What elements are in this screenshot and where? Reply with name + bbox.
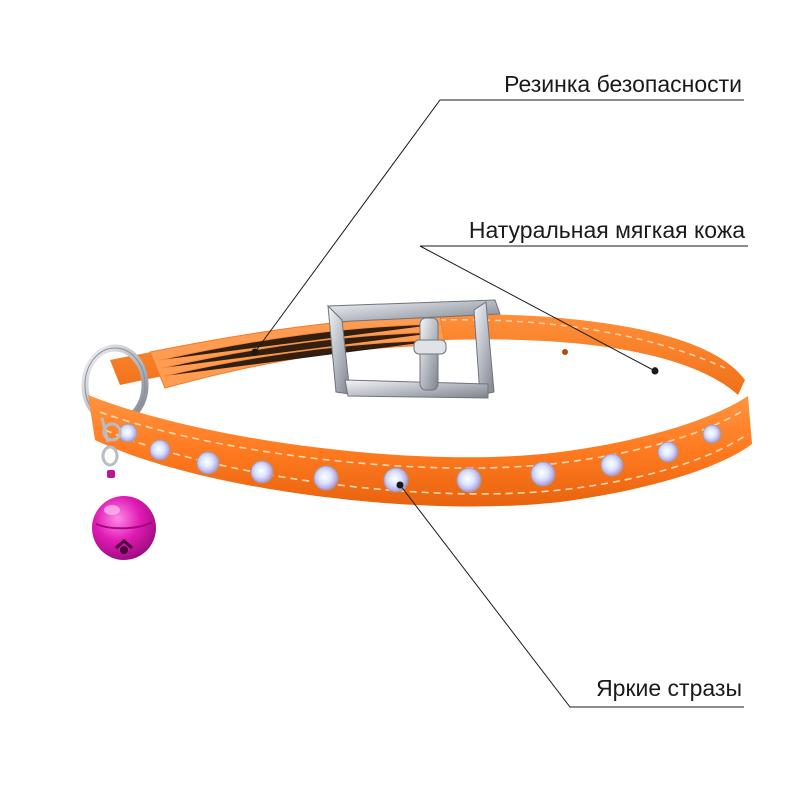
rhinestone — [456, 467, 482, 493]
rhinestone — [313, 465, 339, 491]
callout-line-leather — [419, 245, 748, 372]
callout-label-rhinestones: Яркие стразы — [596, 675, 742, 701]
callout-label-leather: Натуральная мягкая кожа — [468, 217, 745, 243]
rhinestone — [149, 439, 171, 461]
buckle — [327, 299, 501, 399]
bell-ring — [101, 445, 119, 467]
rhinestone — [702, 424, 722, 444]
rhinestone — [600, 453, 624, 477]
callout-dots — [251, 348, 659, 489]
strap-hole — [562, 349, 568, 355]
front-stitching-bottom — [104, 429, 749, 495]
rhinestone — [530, 461, 556, 487]
elastic-texture — [159, 323, 444, 377]
rhinestone — [250, 460, 274, 484]
rhinestone — [657, 441, 679, 463]
rhinestone — [196, 451, 220, 475]
rhinestone — [118, 423, 138, 443]
callout-lines — [254, 99, 748, 708]
collar-front-strap — [88, 395, 752, 507]
rhinestone — [383, 467, 409, 493]
bell-hanger — [100, 417, 122, 443]
bell — [92, 470, 156, 560]
callout-line-rhinestones — [399, 484, 744, 708]
callout-line-elastic — [254, 99, 744, 353]
callout-label-elastic: Резинка безопасности — [504, 71, 742, 97]
rhinestones — [118, 423, 722, 493]
